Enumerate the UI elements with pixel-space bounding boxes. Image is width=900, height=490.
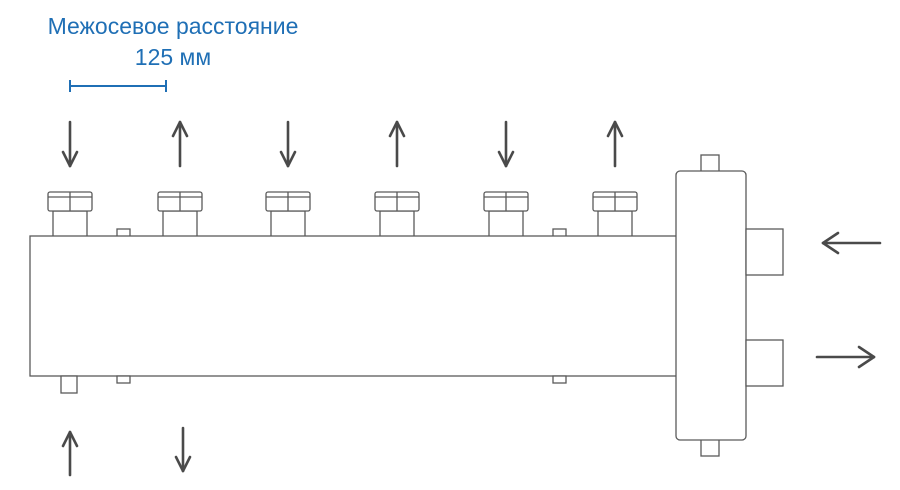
outlet-fittings	[47, 191, 638, 238]
up-arrow-icon	[388, 120, 406, 168]
separator-bottom-plug	[700, 438, 720, 457]
bottom-connector	[60, 375, 78, 394]
up-arrow-icon	[606, 120, 624, 168]
down-arrow-icon	[174, 426, 192, 473]
separator-port-upper	[745, 228, 784, 276]
outlet-fitting	[265, 191, 311, 238]
outlet-arrows	[61, 120, 624, 168]
separator-top-plug	[700, 154, 720, 173]
down-arrow-icon	[279, 120, 297, 168]
hydraulic-separator	[675, 170, 747, 441]
up-arrow-icon	[61, 430, 79, 477]
outlet-fitting	[483, 191, 529, 238]
manifold-body	[29, 235, 681, 377]
bottom-plug-left	[116, 375, 131, 384]
down-arrow-icon	[497, 120, 515, 168]
left-arrow-icon	[821, 231, 882, 255]
up-arrow-icon	[171, 120, 189, 168]
separator-port-lower	[745, 339, 784, 387]
bottom-plug-right	[552, 375, 567, 384]
outlet-fitting	[47, 191, 93, 238]
spacing-label-title: Межосевое расстояние	[48, 13, 299, 39]
outlet-fitting	[157, 191, 203, 238]
outlet-fitting	[374, 191, 420, 238]
outlet-fitting	[592, 191, 638, 238]
down-arrow-icon	[61, 120, 79, 168]
spacing-dimension-line	[69, 80, 167, 92]
spacing-label-value: 125 мм	[135, 44, 211, 70]
right-arrow-icon	[815, 345, 876, 369]
